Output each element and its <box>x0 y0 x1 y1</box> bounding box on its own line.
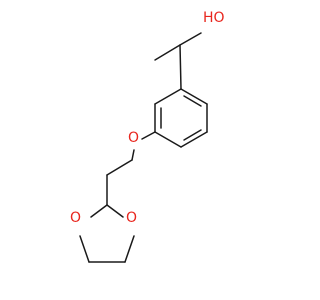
atom-hydroxyl: HO <box>203 10 225 26</box>
bond-methyl <box>154 44 181 61</box>
atom-labels: HO O O O <box>70 10 225 226</box>
bond-hydroxyl <box>179 32 202 46</box>
ring-double-1 <box>183 95 202 107</box>
bonds <box>79 32 208 263</box>
atom-dioxolane-oxygen-left: O <box>70 210 81 226</box>
structure-drawing: HO O O O <box>70 10 225 263</box>
bond-chain-1 <box>106 159 133 176</box>
bond-ch-ring <box>179 44 182 90</box>
atom-ether-oxygen: O <box>128 130 139 146</box>
ring-bond-3 <box>180 131 208 148</box>
ring-bond-4 <box>154 131 182 148</box>
dioxolane-bond-5 <box>124 235 135 263</box>
dioxolane-bond-3 <box>79 235 90 263</box>
dioxolane-bond-2 <box>106 204 124 218</box>
bond-ether-ch2 <box>131 149 135 161</box>
atom-dioxolane-oxygen-right: O <box>126 210 137 226</box>
ring-bond-1 <box>180 88 208 105</box>
bond-ring-ether <box>141 131 156 140</box>
ring-bond-6 <box>154 88 182 105</box>
dioxolane-bond-1 <box>90 204 108 218</box>
molecule-diagram: HO O O O <box>70 10 225 263</box>
ring-double-2 <box>183 129 202 141</box>
